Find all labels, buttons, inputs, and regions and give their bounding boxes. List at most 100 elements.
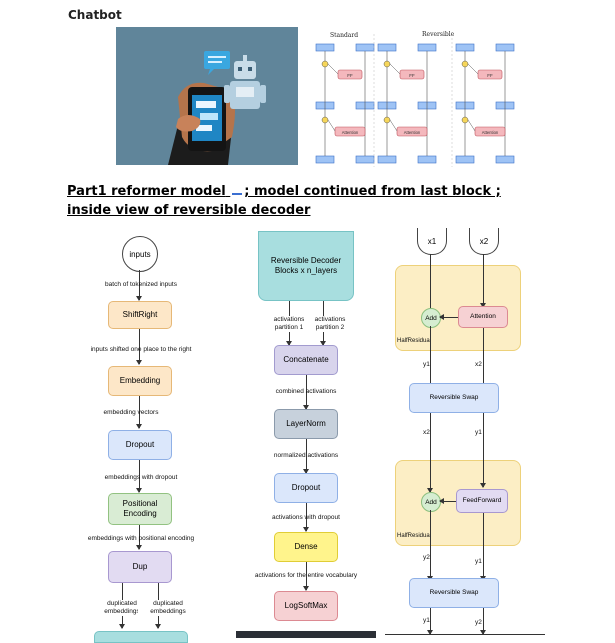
- blue-bar: [315, 43, 335, 52]
- layernorm-node: LayerNorm: [274, 409, 338, 439]
- label-tokenized: batch of tokenized inputs: [105, 281, 177, 288]
- dropout-node-middle: Dropout: [274, 473, 338, 503]
- blue-bar: [377, 43, 397, 52]
- reversible-layer-figure-svg: Standard Reversible FFAttentionFFAttenti…: [314, 31, 524, 168]
- ff-label: FF: [347, 73, 353, 78]
- standard-label: Standard: [330, 32, 358, 39]
- label-positional: embeddings with positional encoding: [87, 535, 195, 542]
- arrow: [136, 270, 142, 301]
- dropout-node: Dropout: [108, 430, 172, 460]
- y1-label-a: y1: [423, 361, 430, 369]
- arrow-left: [439, 314, 458, 320]
- x2-node: x2: [469, 228, 499, 255]
- y2-label-b: y2: [475, 619, 482, 627]
- arrow: [427, 608, 433, 635]
- label-combined: combined activations: [275, 388, 337, 395]
- attention-box: [396, 126, 428, 137]
- arrow: [136, 525, 142, 550]
- x2-label-a: x2: [475, 361, 482, 369]
- half-residual-label-2: HalfResidual: [397, 533, 432, 539]
- add-text-1: Add: [425, 314, 437, 322]
- arrow: [136, 460, 142, 493]
- link: [467, 119, 476, 132]
- heading-part1: Part1 reformer model: [67, 184, 226, 199]
- blue-bar: [455, 155, 475, 164]
- attention-label: Attention: [404, 130, 421, 135]
- label-embedding-vectors: embedding vectors: [103, 409, 159, 416]
- arrow: [427, 254, 433, 315]
- arrow: [303, 503, 309, 532]
- y1-label-c: y1: [475, 558, 482, 566]
- concatenate-node: Concatenate: [274, 345, 338, 375]
- next-block-node: [94, 631, 188, 643]
- ff-label: FF: [487, 73, 493, 78]
- link: [327, 63, 339, 75]
- half-residual-label-1: HalfResidual: [397, 338, 432, 344]
- blue-bar: [417, 155, 437, 164]
- label-dup-b: duplicated embeddings: [138, 600, 198, 616]
- plus-node: [321, 60, 329, 68]
- add-node-1: Add: [421, 308, 441, 328]
- logsoftmax-node: LogSoftMax: [274, 591, 338, 621]
- x2-text: x2: [479, 236, 489, 246]
- arrow: [303, 439, 309, 474]
- blue-bar: [377, 155, 397, 164]
- link: [327, 119, 336, 132]
- ff-box: [337, 69, 363, 80]
- label-normalized: normalized activations: [273, 452, 339, 459]
- plus-node: [383, 116, 391, 124]
- arrow: [480, 254, 486, 308]
- ff-label: FF: [409, 73, 415, 78]
- attention-box: [334, 126, 366, 137]
- x1-text: x1: [427, 236, 437, 246]
- shiftright-node: ShiftRight: [108, 301, 172, 329]
- middle-diagram: Reversible Decoder Blocks x n_layers act…: [236, 231, 376, 638]
- x2-label-b: x2: [423, 429, 430, 437]
- ff-box: [399, 69, 425, 80]
- arrow: [427, 510, 433, 581]
- plus-node: [461, 116, 469, 124]
- blue-bar: [455, 43, 475, 52]
- blue-bar: [315, 155, 335, 164]
- label-dup-a: duplicated embeddings: [94, 600, 150, 616]
- left-diagram: inputs batch of tokenized inputs ShiftRi…: [66, 231, 216, 643]
- blue-bar: [495, 155, 515, 164]
- label-partition-2: activations partition 2: [304, 316, 356, 332]
- arrow: [427, 460, 433, 493]
- x1-node: x1: [417, 228, 447, 255]
- dup-node: Dup: [108, 551, 172, 583]
- section-heading: Part1 reformer model ; model continued f…: [67, 182, 547, 220]
- add-node-2: Add: [421, 492, 441, 512]
- label-vocabulary: activations for the entire vocabulary: [254, 572, 358, 579]
- page-title: Chatbot: [68, 8, 122, 22]
- label-activations-dropout: activations with dropout: [272, 514, 340, 521]
- arrow: [480, 460, 486, 488]
- reversible-swap-node-1: Reversible Swap: [409, 383, 499, 413]
- heading-blank-link[interactable]: [232, 183, 243, 195]
- chatbot-illustration: [116, 27, 298, 165]
- inputs-text: inputs: [129, 249, 151, 259]
- arrow: [136, 396, 142, 429]
- label-shifted: inputs shifted one place to the right: [90, 346, 192, 353]
- label-embeddings-dropout: embeddings with dropout: [104, 474, 178, 481]
- arrow: [480, 608, 486, 635]
- label-partition-1: activations partition 1: [263, 316, 315, 332]
- y2-label-a: y2: [423, 554, 430, 562]
- inputs-node: inputs: [122, 236, 158, 272]
- arrow: [480, 513, 486, 581]
- add-text-2: Add: [425, 498, 437, 506]
- y1-label-b: y1: [475, 429, 482, 437]
- plus-node: [461, 60, 469, 68]
- arrow: [136, 329, 142, 365]
- link: [467, 63, 479, 75]
- y1-label-d: y1: [423, 617, 430, 625]
- blue-bar: [417, 43, 437, 52]
- right-diagram: x1 x2 Add Attention HalfResidual y1 x2 R…: [383, 228, 547, 638]
- attention-box: [474, 126, 506, 137]
- arrow-left: [439, 498, 456, 504]
- bottom-line: [385, 634, 545, 635]
- dense-node: Dense: [274, 532, 338, 562]
- blue-bar: [495, 43, 515, 52]
